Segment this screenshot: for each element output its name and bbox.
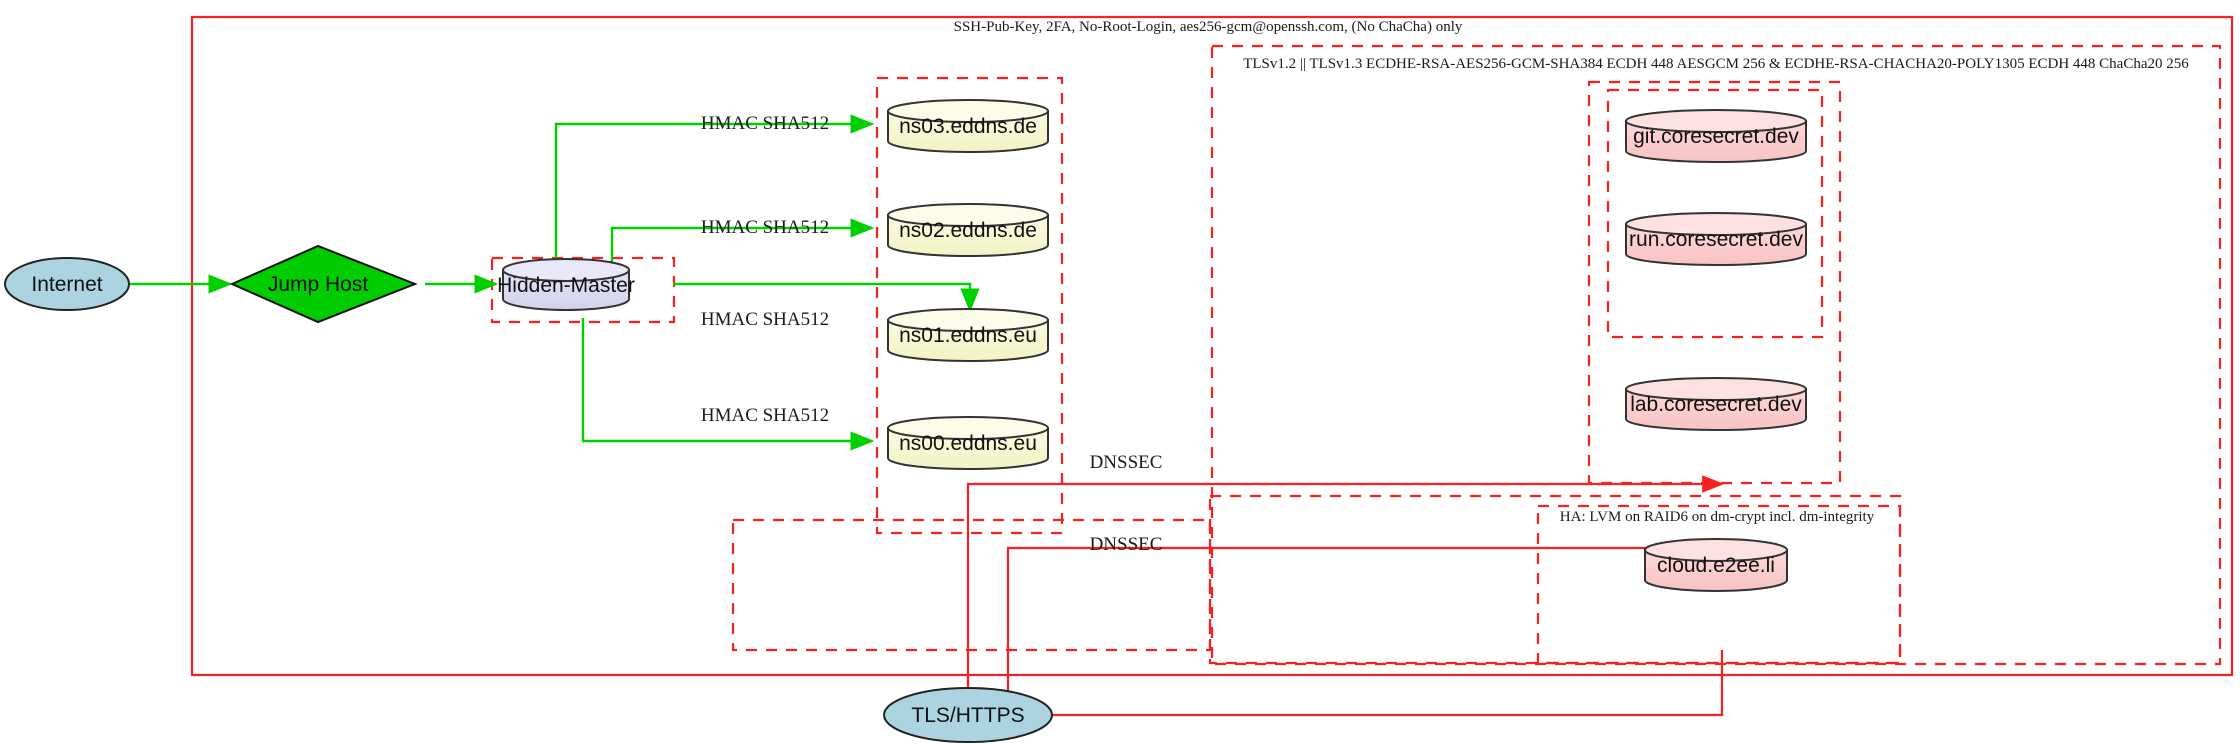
node-git-label: git.coresecret.dev [1633,125,1799,148]
node-ns00[interactable]: ns00.eddns.eu [887,416,1049,470]
node-ns01-label: ns01.eddns.eu [899,324,1037,347]
node-ns02[interactable]: ns02.eddns.de [887,203,1049,257]
node-tls-https[interactable]: TLS/HTTPS [883,687,1053,743]
edge-label-dnssec-lower: DNSSEC [1090,534,1163,555]
cloud-dashed-box [1536,504,1902,665]
node-ns01[interactable]: ns01.eddns.eu [887,308,1049,362]
node-hidden-master-label: Hidden-Master [497,274,635,297]
edge-label-hmac-ns01: HMAC SHA512 [701,309,829,330]
node-internet[interactable]: Internet [4,257,130,311]
edge-hiddenmaster-to-ns00 [581,318,875,451]
node-ns00-label: ns00.eddns.eu [899,432,1037,455]
node-git-coresecret[interactable]: git.coresecret.dev [1625,109,1807,163]
node-ns02-label: ns02.eddns.de [899,219,1037,242]
edge-hiddenmaster-to-ns01 [673,282,980,313]
node-internet-label: Internet [31,273,102,296]
node-ns03-label: ns03.eddns.de [899,115,1037,138]
edge-label-hmac-ns00: HMAC SHA512 [701,405,829,426]
node-run-label: run.coresecret.dev [1629,228,1803,251]
edge-dnssec-upper [966,475,1725,740]
node-ns03[interactable]: ns03.eddns.de [887,99,1049,153]
coresecret-inner-dashed-box [1606,88,1824,339]
edge-dnssec-lower [1006,539,1725,740]
edge-label-hmac-ns03: HMAC SHA512 [701,113,829,134]
node-cloud-e2ee[interactable]: cloud.e2ee.li [1644,538,1788,592]
node-cloud-label: cloud.e2ee.li [1657,554,1775,577]
node-tls-https-label: TLS/HTTPS [911,704,1024,727]
node-jump-host-label: Jump Host [268,273,369,296]
dnssec-lower-dashed-box [731,518,1212,652]
node-run-coresecret[interactable]: run.coresecret.dev [1625,212,1807,266]
node-lab-label: lab.coresecret.dev [1630,393,1802,416]
edge-hiddenmaster-to-ns02 [610,218,875,262]
coresecret-outer-dashed-box [1587,80,1842,485]
ssh-banner-label: SSH-Pub-Key, 2FA, No-Root-Login, aes256-… [954,19,1463,35]
ha-banner-label: HA: LVM on RAID6 on dm-crypt incl. dm-in… [1560,509,1875,525]
edge-label-dnssec-upper: DNSSEC [1090,452,1163,473]
outer-ssh-boundary [190,15,2234,677]
node-lab-coresecret[interactable]: lab.coresecret.dev [1625,377,1807,431]
node-jump-host[interactable]: Jump Host [229,244,418,324]
edge-hiddenmaster-to-ns03 [554,114,875,262]
edge-label-hmac-ns02: HMAC SHA512 [701,217,829,238]
tls-banner-label: TLSv1.2 || TLSv1.3 ECDHE-RSA-AES256-GCM-… [1243,56,2189,72]
node-hidden-master[interactable]: Hidden-Master [497,258,635,311]
edge-tlshttps-right [1052,650,1724,717]
